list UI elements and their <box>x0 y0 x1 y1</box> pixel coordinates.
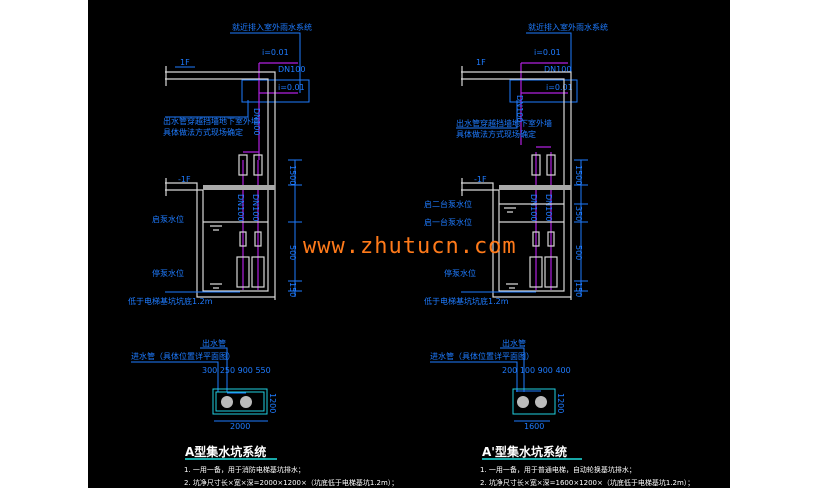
wall <box>165 71 276 300</box>
stop-level: 停泵水位 <box>152 268 184 278</box>
wall-note-2: 具体做法方式现场确定 <box>163 127 243 137</box>
slab <box>499 185 571 190</box>
inlet-leader <box>430 361 518 392</box>
level-b1: -1F <box>474 175 487 184</box>
discharge-label: 就近排入室外雨水系统 <box>232 22 312 32</box>
plan-depth: 1200 <box>268 393 277 413</box>
type-a-prime-title: A'型集水坑系统 <box>482 444 567 459</box>
dim-150: 150 <box>574 282 583 297</box>
type-a-plan: 出水管 进水管（具体位置详平面图） 300 250 900 550 2000 1… <box>131 338 398 487</box>
plan-dim <box>514 390 550 422</box>
plan-inlet-label: 进水管（具体位置详平面图） <box>131 351 235 361</box>
plan-inlet-label: 进水管（具体位置详平面图） <box>430 351 534 361</box>
valve <box>254 231 262 247</box>
watermark: www.zhutucn.com <box>303 234 517 259</box>
dim-500: 500 <box>574 245 583 260</box>
check-valve <box>253 154 263 176</box>
type-a-prime-plan: 出水管 进水管（具体位置详平面图） 200 100 900 400 1600 1… <box>430 338 694 487</box>
plan-outlet-label: 出水管 <box>202 338 226 348</box>
riser-label-2: DN100 <box>544 194 553 221</box>
outlet-leader <box>500 347 525 392</box>
slab <box>203 185 275 190</box>
wall-note-leader <box>165 100 249 118</box>
plan-width: 2000 <box>230 422 250 431</box>
plan-dims-top: 200 100 900 400 <box>502 366 571 375</box>
slope-box: i=0.01 <box>546 83 573 92</box>
stop-level: 停泵水位 <box>444 268 476 278</box>
dimension-line <box>288 159 302 297</box>
check-valve <box>546 154 556 176</box>
pit-wall <box>165 182 275 298</box>
slope-top: i=0.01 <box>262 48 289 57</box>
water-levels <box>499 203 564 289</box>
valve <box>239 231 247 247</box>
pump-plan <box>535 396 547 408</box>
valve <box>547 231 555 247</box>
note-2: 2. 坑净尺寸长×宽×深=2000×1200×（坑底低于电梯基坑1.2m）； <box>184 478 398 487</box>
note-1: 1. 一用一备，用于普通电梯，自动轮换基坑排水； <box>480 465 636 474</box>
plan-dim <box>214 392 268 422</box>
pump-plan <box>221 396 233 408</box>
pit-bottom: 低于电梯基坑坑底1.2m <box>424 296 509 306</box>
outlet-box <box>509 79 578 103</box>
check-valve <box>238 154 248 176</box>
pump-pipes <box>242 151 259 290</box>
pit-plan <box>512 388 556 415</box>
pit-bottom: 低于电梯基坑坑底1.2m <box>128 296 213 306</box>
leader-line <box>230 32 301 93</box>
type-a-section: 就近排入室外雨水系统 i=0.01 DN100 i=0.01 DN100 1F … <box>128 22 312 306</box>
start-one-level: 启一台泵水位 <box>424 217 472 227</box>
dim-1500: 1500 <box>574 165 583 185</box>
wall-note-2: 具体做法方式现场确定 <box>456 129 536 139</box>
pump-plan <box>240 396 252 408</box>
note-2: 2. 坑净尺寸长×宽×深=1600×1200×（坑底低于电梯基坑1.2m）； <box>480 478 694 487</box>
riser-label-2: DN100 <box>251 194 260 221</box>
dim-350: 350 <box>574 206 583 221</box>
pipe-label-h: DN100 <box>544 65 571 74</box>
start-two-level: 启二台泵水位 <box>424 199 472 209</box>
wall-note-1: 出水管穿越挡墙地下室外墙 <box>163 116 259 126</box>
plan-outlet-label: 出水管 <box>502 338 526 348</box>
plan-dims-top: 300 250 900 550 <box>202 366 271 375</box>
dim-150: 150 <box>288 282 297 297</box>
riser-label-1: DN100 <box>236 194 245 221</box>
pump <box>544 256 558 288</box>
riser-label-1: DN100 <box>529 194 538 221</box>
level-b1: -1F <box>178 175 191 184</box>
pump <box>236 256 250 288</box>
type-a-title: A型集水坑系统 <box>185 444 266 459</box>
pit-plan-inner <box>215 391 265 412</box>
wall-note-leader <box>456 100 518 129</box>
slope-box: i=0.01 <box>278 83 305 92</box>
water-levels <box>203 221 268 289</box>
wall <box>461 71 572 300</box>
riser-pipe <box>520 63 568 145</box>
pit-wall <box>461 182 571 298</box>
level-1f: 1F <box>476 58 486 67</box>
inlet-leader <box>131 361 219 392</box>
valve <box>532 231 540 247</box>
plan-width: 1600 <box>524 422 544 431</box>
pipe-label-v: DN100 <box>515 95 524 122</box>
pipe-label-v: DN100 <box>252 108 261 135</box>
pipe-label-h: DN100 <box>278 65 305 74</box>
pump <box>251 256 265 288</box>
pump-plan <box>517 396 529 408</box>
dim-500: 500 <box>288 245 297 260</box>
outlet-leader <box>200 347 228 392</box>
level-1f: 1F <box>180 58 190 67</box>
plan-depth: 1200 <box>556 393 565 413</box>
note-1: 1. 一用一备，用于消防电梯基坑排水； <box>184 465 305 474</box>
dimension-line <box>574 159 588 297</box>
type-a-prime-section: 就近排入室外雨水系统 i=0.01 DN100 i=0.01 DN100 1F … <box>424 22 608 306</box>
pit-plan <box>212 388 268 415</box>
drawing-canvas <box>88 0 730 488</box>
dim-1500: 1500 <box>288 165 297 185</box>
start-level: 启泵水位 <box>152 214 184 224</box>
discharge-label: 就近排入室外雨水系统 <box>528 22 608 32</box>
pump <box>529 256 543 288</box>
wall-note-1: 出水管穿越挡墙地下室外墙 <box>456 118 552 128</box>
check-valve <box>531 154 541 176</box>
slope-top: i=0.01 <box>534 48 561 57</box>
